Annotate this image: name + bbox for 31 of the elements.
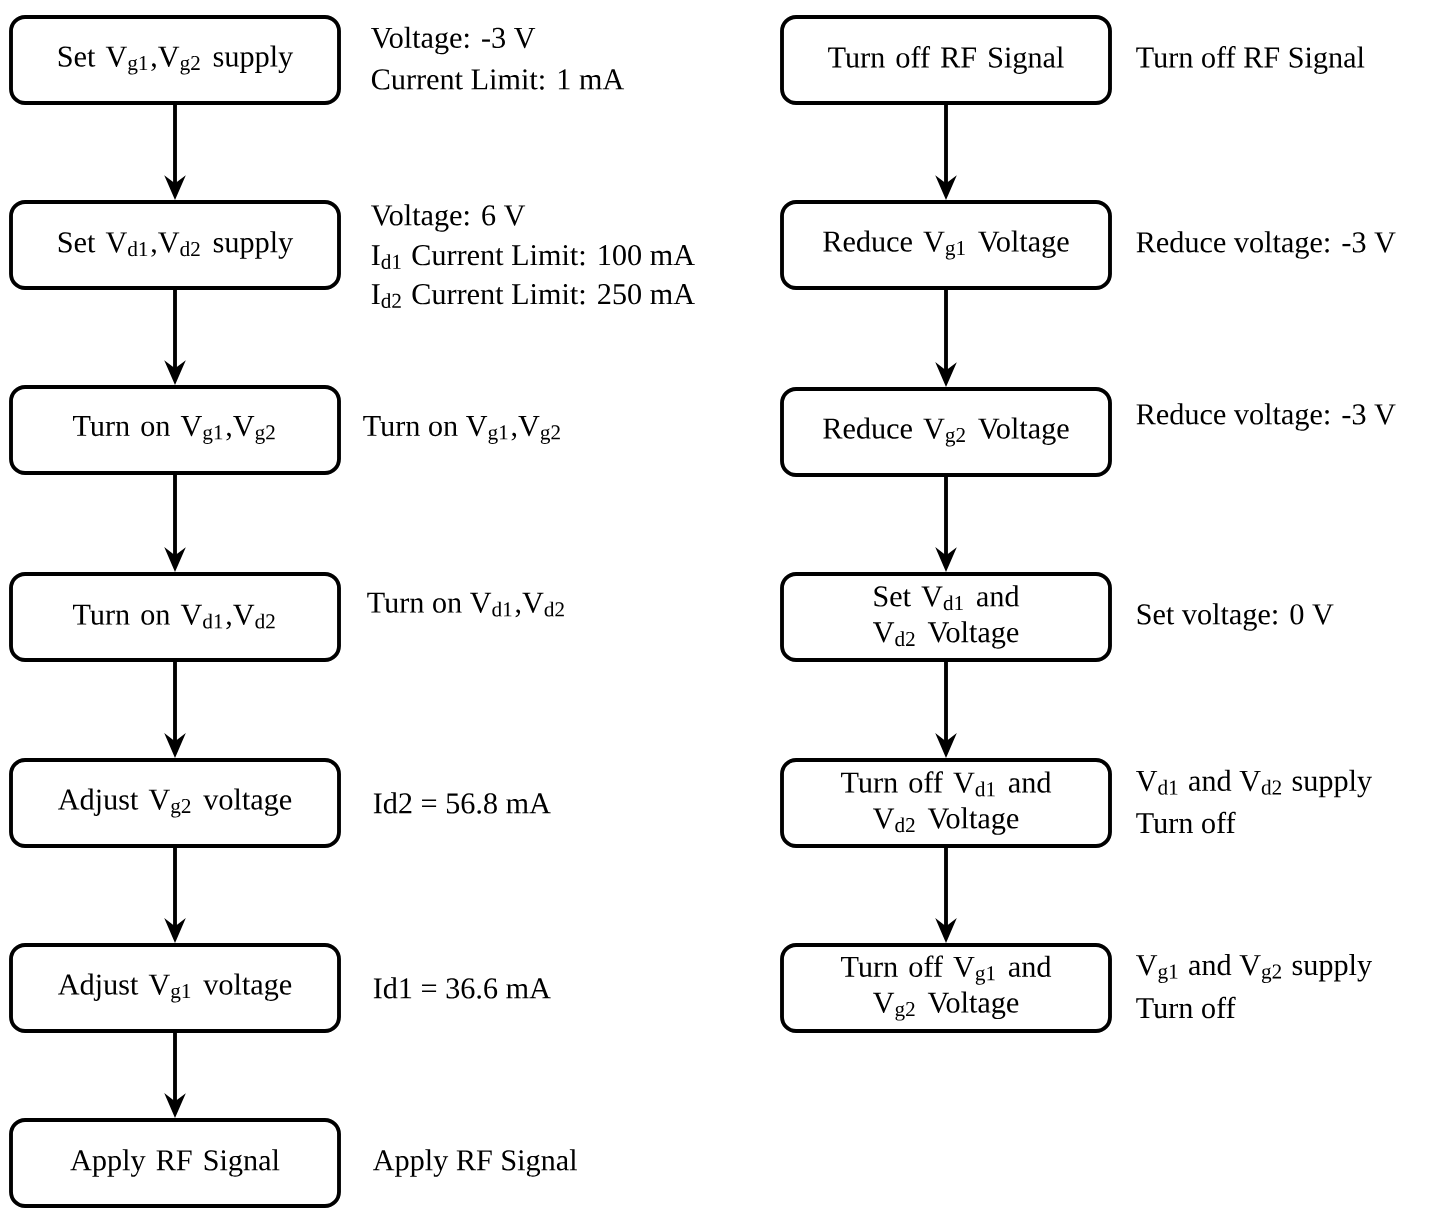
note-text: V$_{g1}$ and V$_{g2}$ supply <box>1136 954 1372 984</box>
process-box: Set V$_{d1}$,V$_{d2}$ supply <box>9 200 341 290</box>
note-text: Id2 = 56.8 mA <box>373 792 551 814</box>
note-text: Current Limit: 1 mA <box>371 69 625 90</box>
note-text: Voltage: 6 V <box>371 204 526 232</box>
process-box: Set V$_{g1}$,V$_{g2}$ supply <box>9 15 341 105</box>
process-box: Reduce V$_{g1}$ Voltage <box>780 200 1112 290</box>
note-text: Turn on V$_{d1}$,V$_{d2}$ <box>367 592 564 618</box>
process-box: Turn off V$_{d1}$ and V$_{d2}$ Voltage <box>780 758 1112 848</box>
note-text: I$_{d1}$ Current Limit: 100 mA <box>371 245 695 270</box>
note-text: Turn off RF Signal <box>1136 46 1365 74</box>
process-box: Set V$_{d1}$ and V$_{d2}$ Voltage <box>780 572 1112 662</box>
process-box: Adjust V$_{g1}$ voltage <box>9 943 341 1033</box>
note-text: Turn off <box>1136 811 1236 834</box>
note-text: Voltage: -3 V <box>371 26 536 55</box>
note-text: V$_{d1}$ and V$_{d2}$ supply <box>1136 769 1372 798</box>
note-text: Reduce voltage: -3 V <box>1136 403 1396 431</box>
process-box: Turn off RF Signal <box>780 15 1112 105</box>
process-box: Turn off V$_{g1}$ and V$_{g2}$ Voltage <box>780 943 1112 1033</box>
process-box: Reduce V$_{g2}$ Voltage <box>780 387 1112 477</box>
note-text: Set voltage: 0 V <box>1137 603 1334 631</box>
note-text: Id1 = 36.6 mA <box>373 977 551 999</box>
note-text: Turn on V$_{g1}$,V$_{g2}$ <box>363 416 560 444</box>
process-box: Apply RF Signal <box>9 1118 341 1208</box>
process-box: Turn on V$_{d1}$,V$_{d2}$ <box>9 572 341 662</box>
process-box: Turn on V$_{g1}$,V$_{g2}$ <box>9 385 341 475</box>
note-text: Reduce voltage: -3 V <box>1136 231 1396 259</box>
note-text: Turn off <box>1136 996 1236 1019</box>
process-box: Adjust V$_{g2}$ voltage <box>9 758 341 848</box>
note-text: Apply RF Signal <box>373 1149 577 1177</box>
note-text: I$_{d2}$ Current Limit: 250 mA <box>371 284 695 309</box>
